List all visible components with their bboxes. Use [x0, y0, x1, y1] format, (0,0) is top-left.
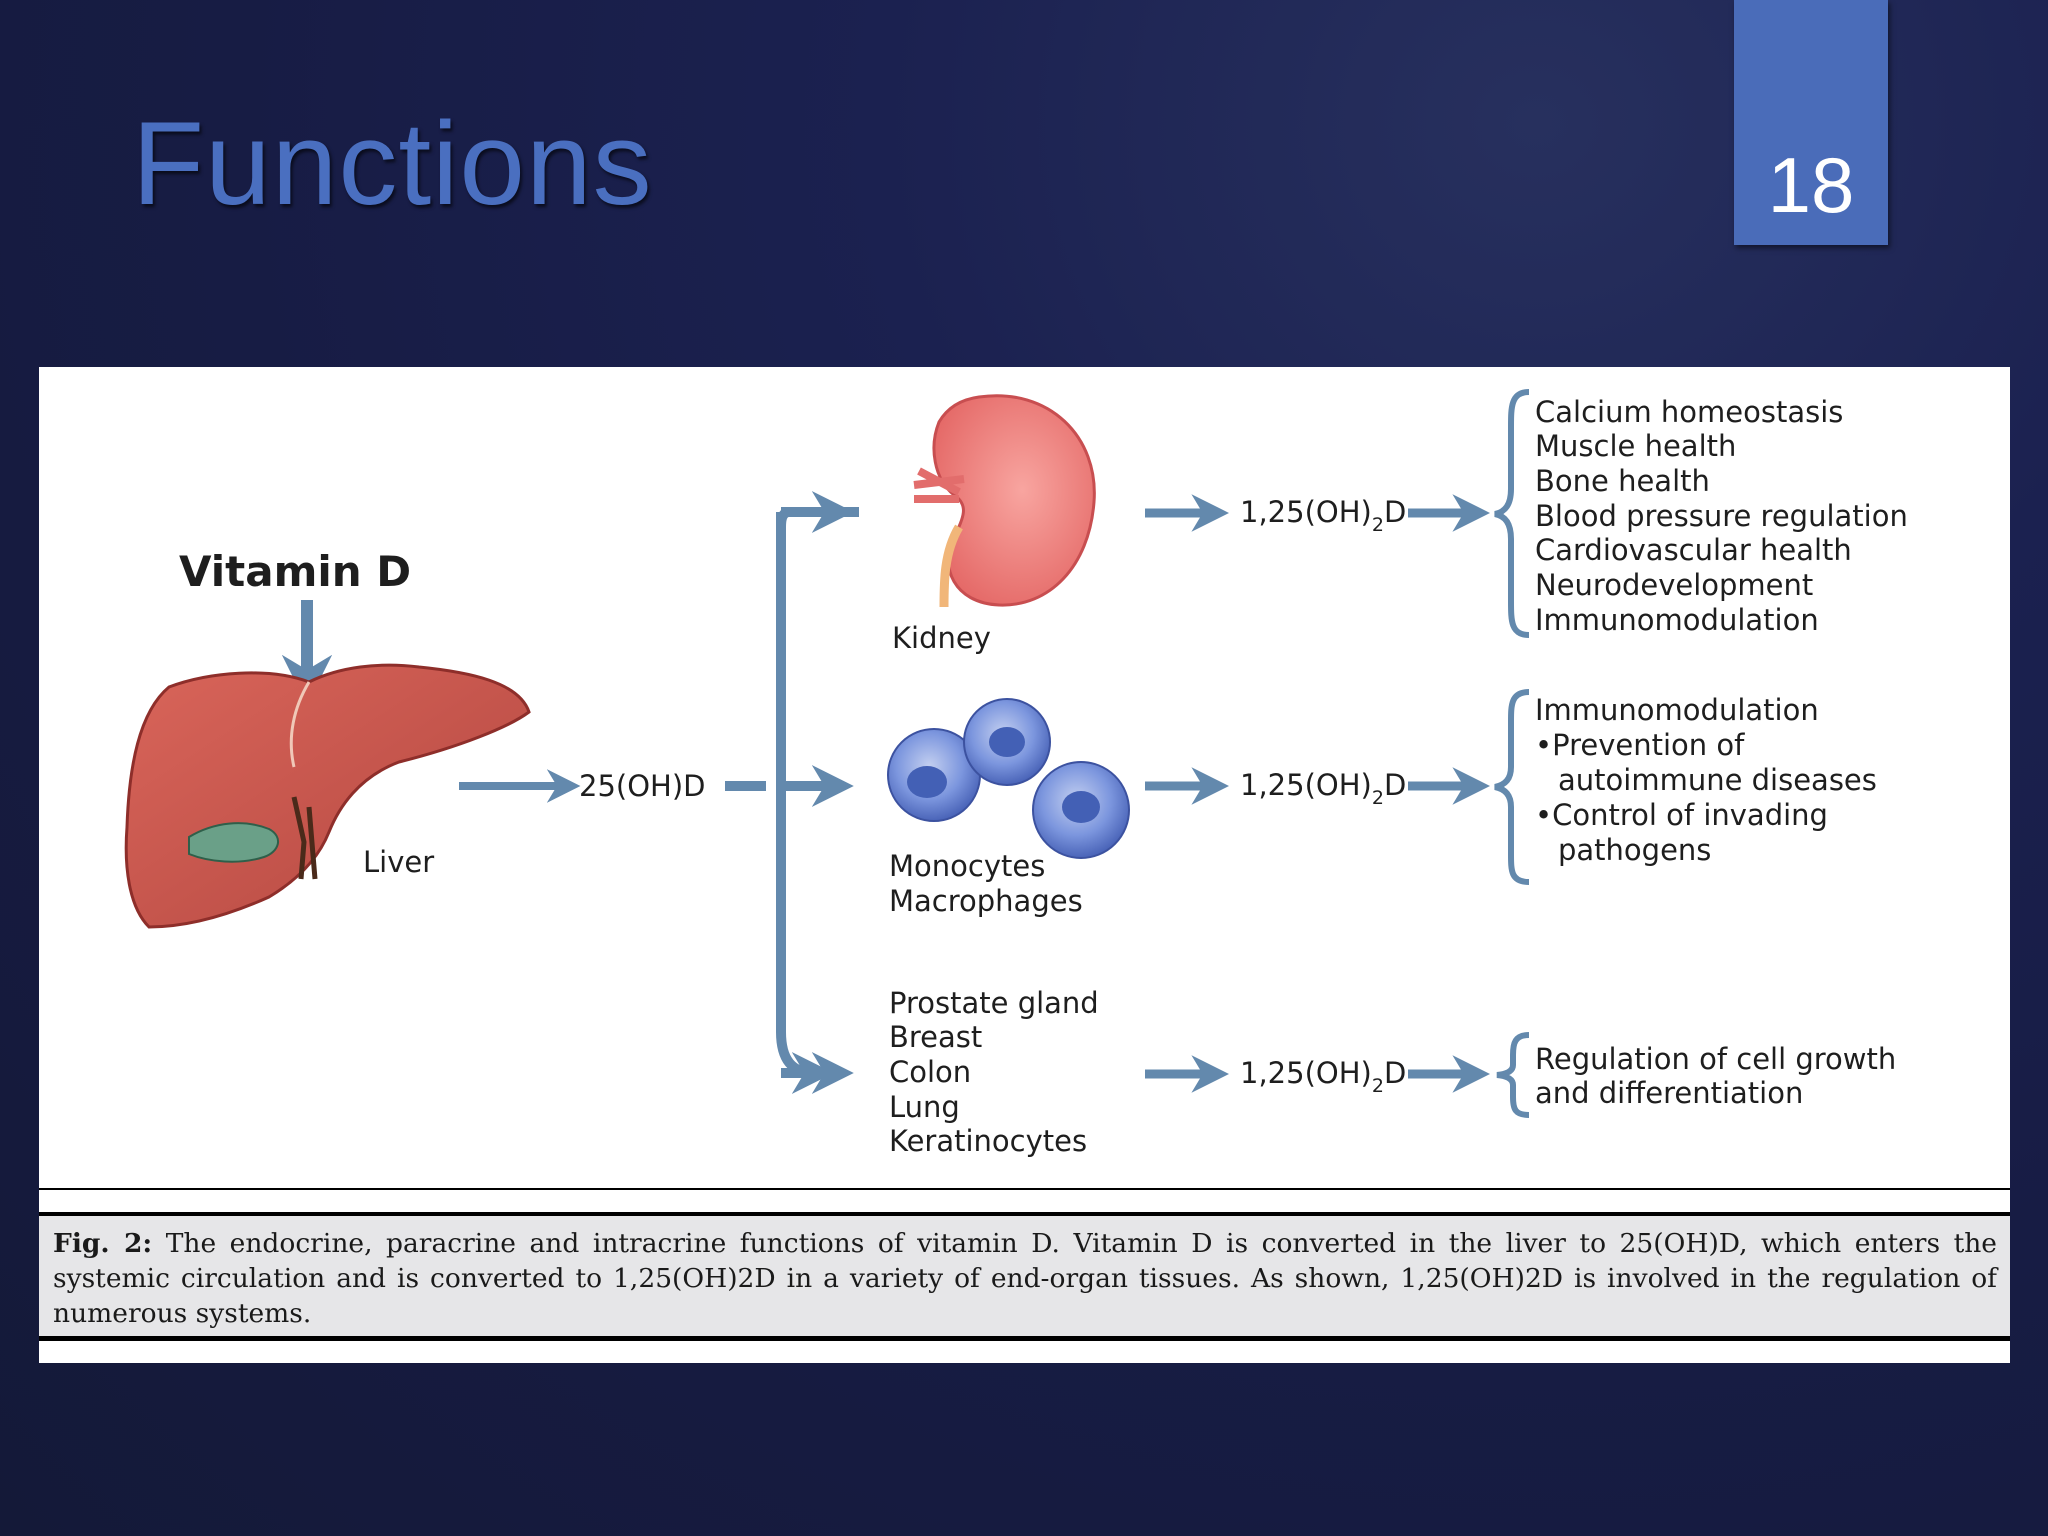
intermediate-label: 25(OH)D — [579, 769, 706, 803]
row1-effect: Cardiovascular health — [1535, 533, 1852, 567]
caption-label: Fig. 2: — [53, 1228, 153, 1259]
tissue-lung-label: Lung — [889, 1090, 960, 1124]
figure-panel: Vitamin D Liver 25(OH)D Kidney — [39, 367, 2010, 1363]
tissue-colon-label: Colon — [889, 1055, 971, 1089]
tissue-breast-label: Breast — [889, 1020, 982, 1054]
caption-divider — [39, 1188, 2010, 1190]
page-number: 18 — [1767, 141, 1855, 229]
row3-effect: and differentiation — [1535, 1076, 1803, 1110]
row2-brace — [1494, 689, 1530, 885]
tissue-keratinocytes-label: Keratinocytes — [889, 1124, 1087, 1158]
row2-effect: autoimmune diseases — [1558, 763, 1877, 797]
liver-illustration — [124, 663, 531, 929]
branch-connector — [725, 507, 859, 1094]
row3-effect: Regulation of cell growth — [1535, 1042, 1896, 1076]
row2-effect: •Prevention of — [1535, 728, 1745, 762]
monocytes-illustration — [887, 698, 1130, 859]
tissue-monocytes-label: Monocytes — [889, 849, 1045, 883]
figure-caption: Fig. 2: The endocrine, paracrine and int… — [39, 1212, 2010, 1341]
slide-title: Functions — [132, 98, 653, 230]
row2-effect: Immunomodulation — [1535, 693, 1819, 727]
row1-effect: Calcium homeostasis — [1535, 395, 1843, 429]
page-number-badge: 18 — [1734, 0, 1888, 245]
row2-effect: •Control of invading — [1535, 798, 1828, 832]
row1-effect: Bone health — [1535, 464, 1710, 498]
tissue-prostate-label: Prostate gland — [889, 986, 1099, 1020]
row1-effect: Neurodevelopment — [1535, 568, 1813, 602]
vitamin-d-diagram: Vitamin D Liver 25(OH)D Kidney — [124, 389, 1908, 1158]
row3-active-form: 1,25(OH)2D — [1240, 1056, 1406, 1097]
row1-brace — [1494, 389, 1530, 638]
vitamin-d-label: Vitamin D — [179, 547, 411, 596]
caption-text: Fig. 2: The endocrine, paracrine and int… — [53, 1226, 1997, 1331]
tissue-kidney-label: Kidney — [892, 621, 991, 655]
row1-effect: Immunomodulation — [1535, 603, 1819, 637]
caption-body: The endocrine, paracrine and intracrine … — [53, 1228, 1997, 1329]
row2-effect: pathogens — [1558, 833, 1711, 867]
row3-brace — [1496, 1032, 1530, 1118]
liver-label: Liver — [363, 845, 434, 879]
row2-active-form: 1,25(OH)2D — [1240, 768, 1406, 809]
row1-active-form: 1,25(OH)2D — [1240, 495, 1406, 536]
tissue-macrophages-label: Macrophages — [889, 884, 1083, 918]
row1-effect: Muscle health — [1535, 429, 1736, 463]
row1-effect: Blood pressure regulation — [1535, 499, 1908, 533]
kidney-illustration — [913, 394, 1096, 608]
